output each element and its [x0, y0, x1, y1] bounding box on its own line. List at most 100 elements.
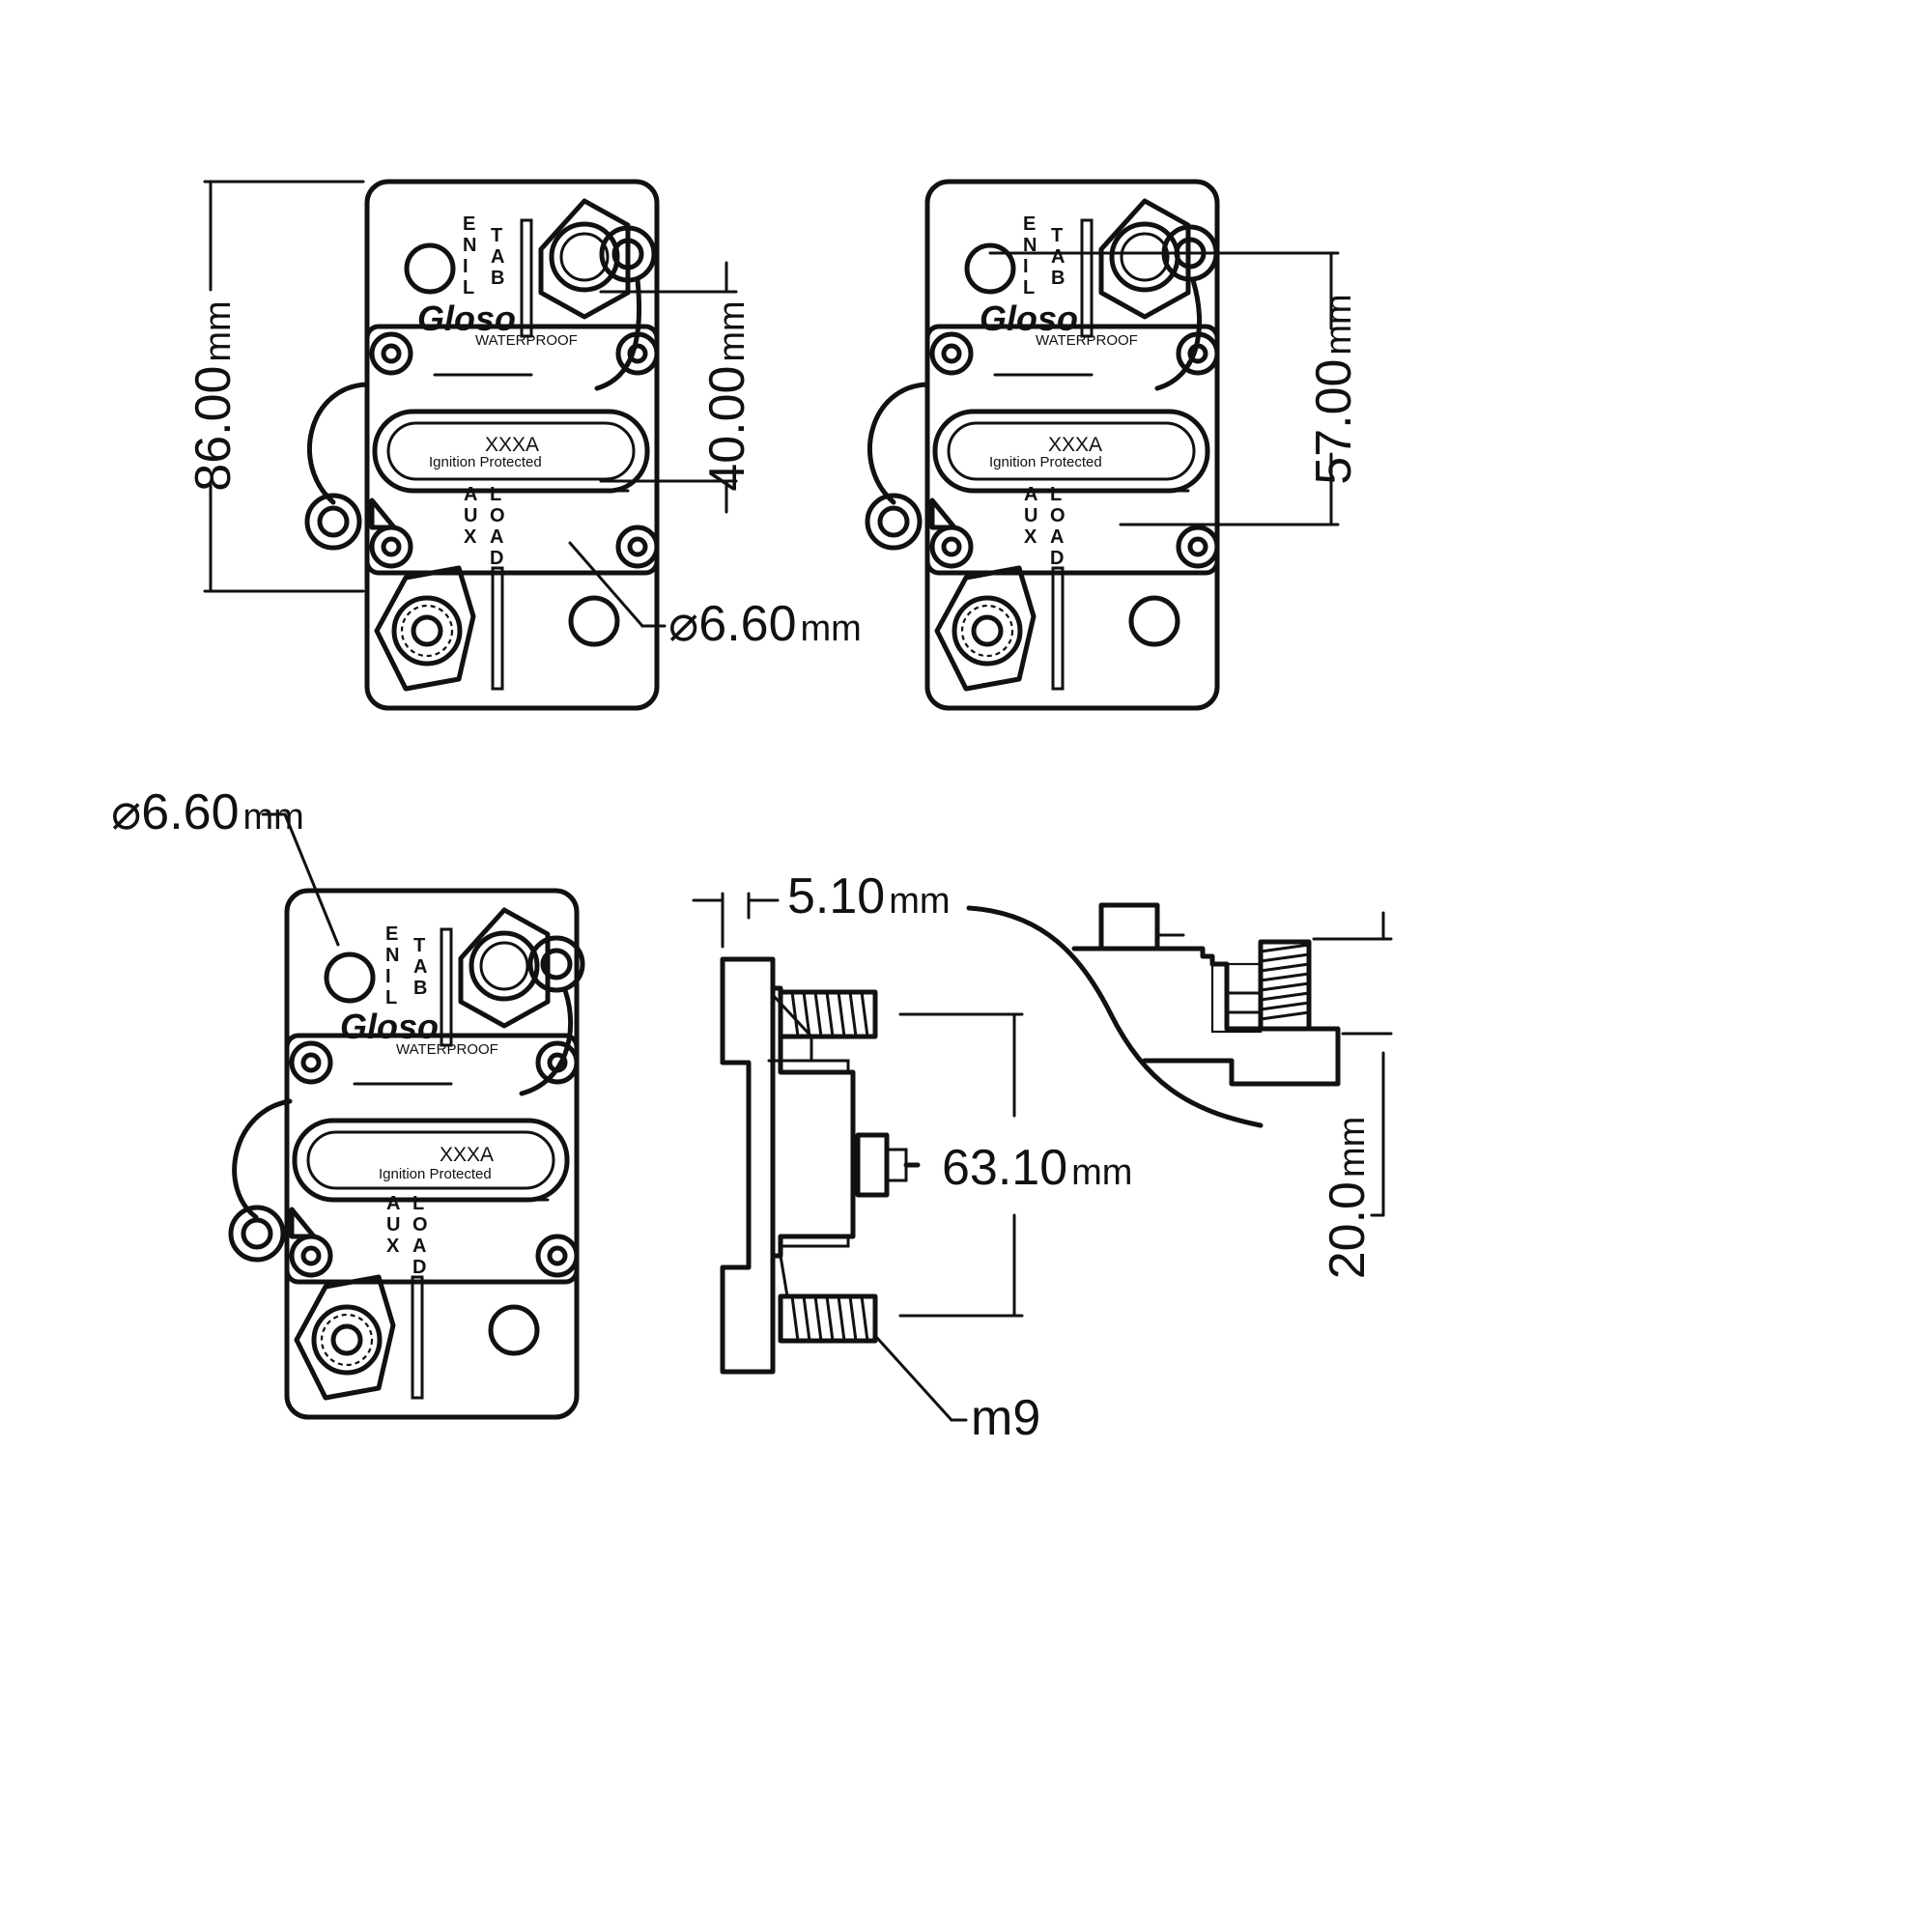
detail-thread-icon	[1258, 939, 1312, 1032]
terminal-letter: D	[490, 548, 503, 569]
terminal-letter: L	[385, 987, 397, 1009]
ring-terminal-upper-icon	[527, 935, 585, 993]
stud-unit: mm	[1071, 1152, 1132, 1193]
terminal-letter: N	[1023, 235, 1037, 256]
terminal-letter: A	[490, 526, 503, 548]
terminal-letter: X	[464, 526, 477, 548]
terminal-letter: I	[385, 966, 391, 987]
cover-unit: mm	[712, 300, 753, 361]
rating-label: XXXA	[485, 434, 539, 456]
wire-upper	[594, 277, 642, 391]
rating-label: XXXA	[440, 1144, 494, 1166]
terminal-letter: T	[491, 225, 502, 246]
brand-label: Gloso	[340, 1007, 439, 1046]
thread-label: m9	[971, 1390, 1040, 1446]
ignition-label: Ignition Protected	[429, 454, 542, 470]
brand-label: Gloso	[980, 298, 1078, 338]
hole-unit: mm	[243, 797, 304, 838]
wire-upper	[519, 987, 574, 1096]
front-view-2: Gloso WATERPROOF XXXA Ignition Protected…	[865, 182, 1362, 708]
cover-value: 40.00	[699, 366, 755, 492]
wire-lower	[307, 382, 370, 505]
svg-text:86.00mm: 86.00mm	[185, 300, 242, 491]
spacing-value: 57.00	[1306, 359, 1362, 485]
terminal-letter: I	[1023, 256, 1029, 277]
terminal-letter: O	[412, 1214, 428, 1236]
svg-text:20.0mm: 20.0mm	[1320, 1117, 1376, 1280]
terminal-letter: E	[385, 923, 398, 945]
terminal-letter: T	[1051, 225, 1063, 246]
terminal-letter: A	[464, 484, 477, 505]
terminal-letter: X	[386, 1236, 400, 1257]
terminal-letter: A	[491, 246, 504, 268]
height-dimension: 86.00mm	[185, 180, 365, 593]
hole-spacing-dimension: 57.00mm	[988, 251, 1362, 526]
spacing-unit: mm	[1319, 294, 1359, 355]
cover-dimension: 40.00mm	[599, 261, 755, 514]
terminal-letter: A	[413, 956, 427, 978]
depth-unit: mm	[1332, 1117, 1373, 1178]
brand-label: Gloso	[417, 298, 516, 338]
terminal-letter: L	[463, 277, 474, 298]
ring-terminal-upper-icon	[599, 225, 657, 283]
front-view-3: Gloso WATERPROOF XXXA Ignition Protected…	[111, 784, 585, 1417]
wire-upper	[1154, 277, 1203, 391]
svg-text:40.00mm: 40.00mm	[699, 300, 755, 491]
waterproof-label: WATERPROOF	[475, 332, 578, 349]
stud-value: 63.10	[942, 1140, 1067, 1196]
terminal-letter: E	[1023, 213, 1036, 235]
terminal-letter: A	[1024, 484, 1037, 505]
terminal-letter: B	[413, 978, 427, 999]
ring-terminal-lower-icon	[304, 493, 362, 551]
wire-lower	[867, 382, 930, 505]
waterproof-label: WATERPROOF	[1036, 332, 1138, 349]
terminal-letter: U	[464, 505, 477, 526]
depth-dimension: 20.0mm	[1312, 911, 1393, 1280]
hole-value: ⌀6.60	[111, 784, 240, 840]
terminal-letter: N	[463, 235, 476, 256]
thread-callout: m9	[875, 1336, 1040, 1446]
upper-thread-icon	[771, 989, 878, 1063]
height-value: 86.00	[185, 366, 242, 492]
terminal-letter: U	[386, 1214, 400, 1236]
terminal-letter: X	[1024, 526, 1037, 548]
terminal-letter: A	[1050, 526, 1064, 548]
terminal-letter: L	[1023, 277, 1035, 298]
ring-terminal-lower-icon	[865, 493, 923, 551]
flange-unit: mm	[889, 881, 950, 922]
lower-thread-icon	[778, 1254, 878, 1344]
terminal-letter: T	[413, 935, 425, 956]
terminal-letter: B	[1051, 268, 1065, 289]
terminal-letter: E	[463, 213, 475, 235]
ring-terminal-lower-icon	[228, 1205, 286, 1263]
detail-view: 20.0mm	[966, 902, 1393, 1280]
height-unit: mm	[198, 300, 239, 361]
terminal-letter: L	[490, 484, 501, 505]
terminal-letter: L	[412, 1193, 424, 1214]
wire-lower	[232, 1098, 293, 1220]
terminal-letter: I	[463, 256, 469, 277]
terminal-letter: D	[412, 1257, 426, 1278]
terminal-letter: B	[491, 268, 504, 289]
terminal-letter: A	[1051, 246, 1065, 268]
hole-value: ⌀6.60	[668, 596, 797, 652]
terminal-letter: U	[1024, 505, 1037, 526]
depth-value: 20.0	[1320, 1181, 1376, 1279]
terminal-letter: A	[386, 1193, 400, 1214]
front-view-1: Gloso WATERPROOF XXXA Ignition Protected…	[185, 182, 862, 708]
terminal-letter: D	[1050, 548, 1064, 569]
terminal-letter: L	[1050, 484, 1062, 505]
terminal-letter: O	[490, 505, 505, 526]
terminal-letter: N	[385, 945, 399, 966]
